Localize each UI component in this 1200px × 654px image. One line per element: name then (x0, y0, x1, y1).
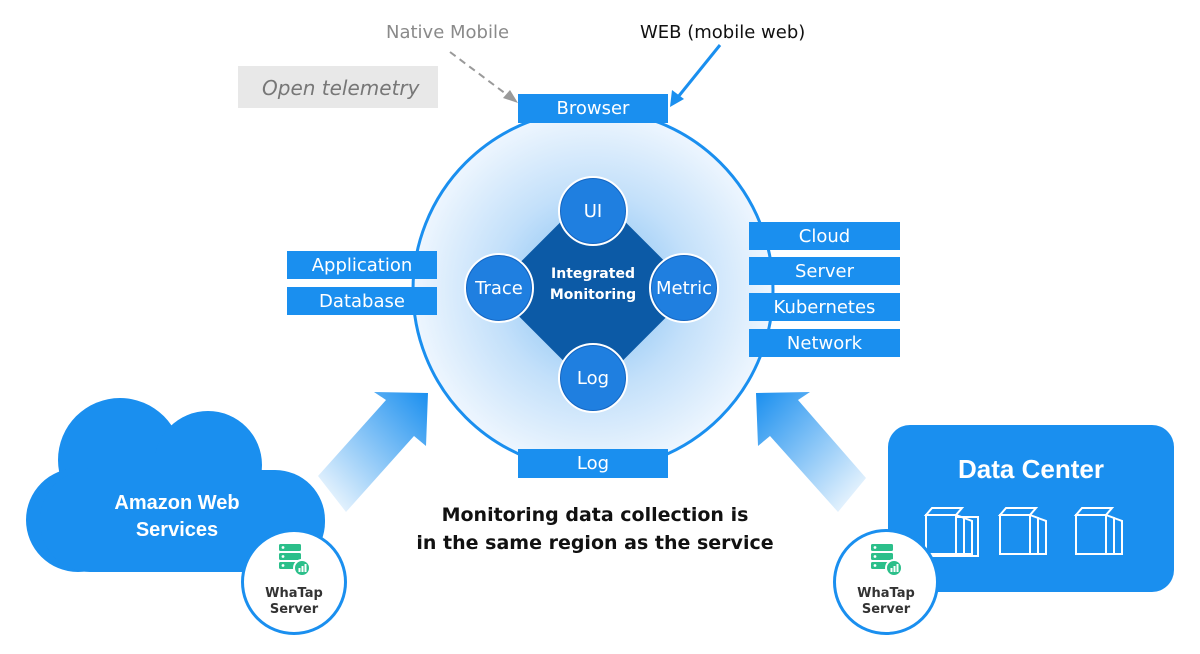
core-title-line1: Integrated (551, 266, 635, 282)
arrow-icon (670, 44, 722, 107)
caption-line1: Monitoring data collection is (441, 504, 749, 526)
metric-node: Metric (649, 253, 719, 323)
browser-label: Browser (518, 94, 668, 123)
aws-label: Amazon Web Services (92, 490, 262, 544)
data-center-title: Data Center (958, 454, 1104, 484)
log-bottom-label: Log (518, 449, 668, 478)
server-label: Server (749, 257, 900, 285)
left-collection-arrow (318, 392, 428, 512)
log-node: Log (558, 343, 628, 413)
server-box-icon (923, 507, 1123, 557)
native-mobile-label: Native Mobile (386, 22, 510, 43)
database-label: Database (287, 287, 437, 315)
network-label: Network (749, 329, 900, 357)
whatap-left-line1: WhaTap (265, 586, 323, 601)
whatap-left-line2: Server (269, 602, 319, 617)
whatap-right-line1: WhaTap (857, 586, 915, 601)
core-title-line2: Monitoring (549, 287, 637, 303)
aws-line2: Services (135, 519, 219, 541)
integrated-monitoring-title: Integrated Monitoring (543, 264, 643, 306)
application-label: Application (287, 251, 437, 279)
whatap-server-badge-right: WhaTap Server (833, 529, 939, 635)
whatap-server-badge-left: WhaTap Server (241, 529, 347, 635)
open-telemetry-label: Open telemetry (262, 76, 420, 100)
kubernetes-label: Kubernetes (749, 293, 900, 321)
dashed-arrow-icon (449, 51, 518, 103)
whatap-right-line2: Server (861, 602, 911, 617)
caption-line2: in the same region as the service (416, 532, 774, 554)
open-telemetry-badge (238, 66, 438, 108)
server-icon (871, 544, 903, 577)
server-icon (279, 544, 311, 577)
right-collection-arrow (756, 392, 866, 512)
caption: Monitoring data collection is in the sam… (400, 501, 790, 557)
core-diamond (504, 201, 682, 379)
ui-node: UI (558, 176, 628, 246)
trace-node: Trace (464, 253, 534, 323)
cloud-label: Cloud (749, 222, 900, 250)
web-mobile-label: WEB (mobile web) (640, 22, 806, 43)
aws-line1: Amazon Web (114, 492, 240, 514)
